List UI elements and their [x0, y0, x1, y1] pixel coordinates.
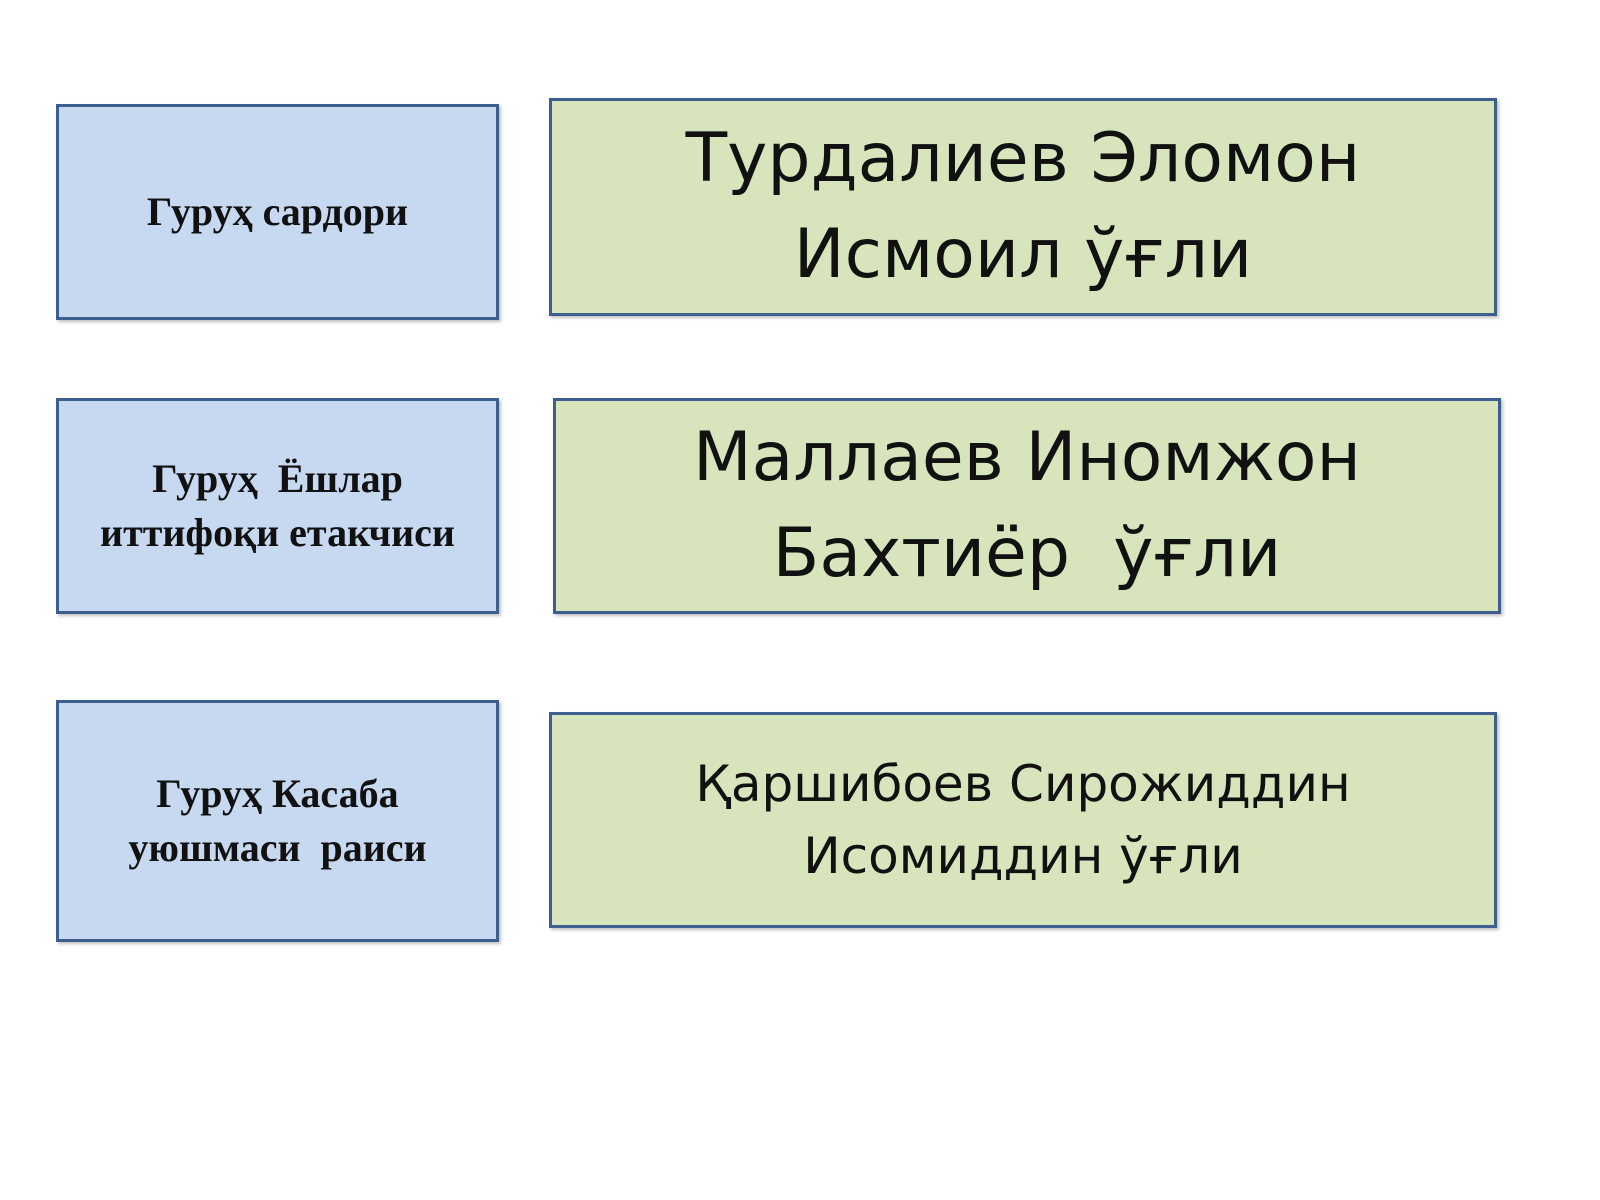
name-box-youth-union-leader: Маллаев Иномжон Бахтиёр ўғли — [553, 398, 1501, 614]
role-line: уюшмаси раиси — [128, 825, 427, 870]
name-line: Турдалиев Эломон — [685, 119, 1361, 198]
name-text: Турдалиев Эломон Исмоил ўғли — [686, 111, 1361, 303]
name-line: Бахтиёр ўғли — [772, 514, 1282, 593]
name-text: Қаршибоев Сирожиддин Исомиддин ўғли — [695, 748, 1350, 892]
name-line: Исмоил ўғли — [793, 215, 1253, 294]
role-line: иттифоқи етакчиси — [100, 510, 455, 555]
role-line: Гуруҳ сардори — [146, 189, 409, 234]
name-text: Маллаев Иномжон Бахтиёр ўғли — [693, 410, 1361, 602]
role-box-trade-union-chair: Гуруҳ Касаба уюшмаси раиси — [56, 700, 499, 942]
role-text: Гуруҳ сардори — [147, 185, 408, 239]
name-box-trade-union-chair: Қаршибоев Сирожиддин Исомиддин ўғли — [549, 712, 1497, 928]
role-text: Гуруҳ Ёшлар иттифоқи етакчиси — [100, 452, 455, 560]
role-box-group-leader: Гуруҳ сардори — [56, 104, 499, 320]
role-line: Гуруҳ Ёшлар — [152, 456, 403, 501]
name-line: Исомиддин ўғли — [803, 827, 1243, 885]
name-box-group-leader: Турдалиев Эломон Исмоил ўғли — [549, 98, 1497, 316]
role-box-youth-union-leader: Гуруҳ Ёшлар иттифоқи етакчиси — [56, 398, 499, 614]
name-line: Маллаев Иномжон — [692, 418, 1361, 497]
role-text: Гуруҳ Касаба уюшмаси раиси — [128, 767, 426, 875]
role-line: Гуруҳ Касаба — [156, 771, 399, 816]
name-line: Қаршибоев Сирожиддин — [695, 755, 1351, 813]
